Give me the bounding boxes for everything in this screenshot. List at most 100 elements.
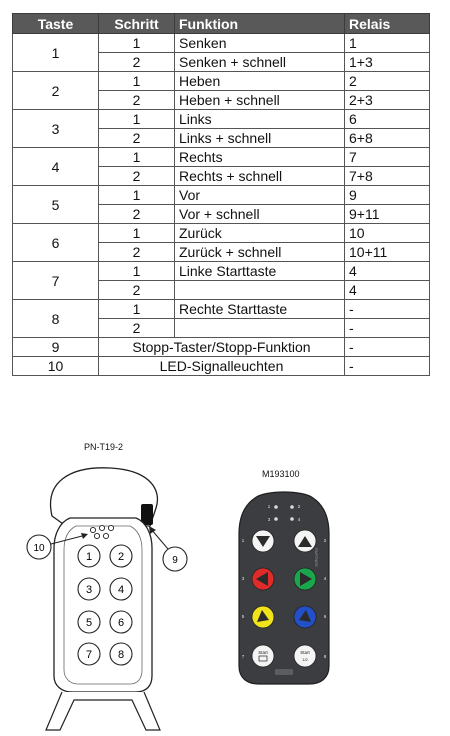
function-cell: Heben: [174, 71, 345, 91]
callout-10-label: 10: [33, 543, 45, 554]
led-label-1: 1: [268, 504, 271, 509]
table-row: 7 1 Linke Starttaste 4: [12, 261, 430, 300]
table-row: 9 Stopp-Taster/Stopp-Funktion -: [12, 337, 430, 357]
side-number-3: 3: [242, 576, 245, 581]
table-row: 2 -: [13, 318, 430, 338]
function-cell: Senken: [174, 33, 345, 53]
relay-cell: 10+11: [344, 242, 430, 262]
remote-button-1: [77, 544, 101, 568]
function-cell: Vor: [174, 185, 345, 205]
callout-9-arrow: [149, 526, 156, 534]
left-remote-drawing: 1 2 3 4 5 6 7 8 10 9: [26, 467, 188, 731]
remote-panel: [63, 525, 143, 685]
relay-cell: 4: [344, 280, 430, 300]
step-cell: 2: [98, 90, 175, 110]
remote-button-5-label: 5: [86, 617, 92, 629]
table-row: 8 1 Rechte Starttaste -: [12, 299, 430, 338]
relay-cell: -: [344, 356, 430, 376]
relay-cell: 1+3: [344, 52, 430, 72]
side-number-4: 4: [324, 576, 327, 581]
led-dots: [89, 524, 115, 540]
header-key: Taste: [12, 13, 99, 34]
table-row: 2 1 Heben 2: [12, 71, 430, 110]
function-cell: [174, 280, 345, 300]
step-cell: 1: [98, 147, 175, 167]
table-row: 6 1 Zurück 10: [12, 223, 430, 262]
table-row: 2 Vor + schnell 9+11: [13, 204, 430, 224]
remote-body: [53, 517, 153, 693]
function-cell: Zurück: [174, 223, 345, 243]
step-cell: 2: [98, 318, 175, 338]
start-left-icon: [258, 655, 268, 662]
forward-arrow-icon: [257, 610, 269, 622]
key-cell: 10: [12, 356, 99, 376]
header-step: Schritt: [98, 13, 175, 34]
side-number-6: 6: [324, 614, 327, 619]
right-remote-photo: 1 2 3 4 1 2 3 4 5 6 7 8 PARTNER: [229, 486, 339, 686]
remote-button-6-label: 6: [118, 617, 124, 629]
key-cell: 2: [12, 71, 99, 110]
remote-button-2: [109, 544, 133, 568]
step-cell: 2: [98, 166, 175, 186]
key-cell: 7: [12, 261, 99, 300]
relay-cell: 6+8: [344, 128, 430, 148]
table-row: 3 1 Links 6: [12, 109, 430, 148]
up-arrow-icon: [298, 536, 312, 547]
table-row: 2 Senken + schnell 1+3: [13, 52, 430, 72]
step-cell: 2: [98, 204, 175, 224]
table-row: 4 1 Rechts 7: [12, 147, 430, 186]
function-cell: Rechts: [174, 147, 345, 167]
remote-button-4-label: 4: [118, 584, 124, 596]
relay-cell: 7+8: [344, 166, 430, 186]
remote-button-4: [109, 577, 133, 601]
remote-button-3-label: 3: [86, 584, 92, 596]
callout-9: [162, 546, 188, 572]
relay-cell: -: [344, 337, 430, 357]
callout-9-label: 9: [172, 555, 178, 566]
relay-cell: 2: [344, 71, 430, 91]
relay-cell: 9: [344, 185, 430, 205]
function-cell: Linke Starttaste: [174, 261, 345, 281]
remote-stand: [45, 691, 161, 731]
table-row: 5 1 Vor 9: [12, 185, 430, 224]
step-cell: 1: [98, 185, 175, 205]
side-number-2: 2: [324, 538, 327, 543]
key-cell: 3: [12, 109, 99, 148]
relay-cell: 4: [344, 261, 430, 281]
relay-cell: -: [344, 299, 430, 319]
start-right-label: Start: [300, 650, 310, 655]
remote-button-6: [109, 610, 133, 634]
side-number-7: 7: [242, 654, 245, 659]
remote-button-7-label: 7: [86, 649, 92, 661]
step-cell: 1: [98, 109, 175, 129]
left-arrow-icon: [256, 572, 268, 586]
down-arrow-icon: [256, 536, 270, 547]
key-cell: 4: [12, 147, 99, 186]
step-cell: 1: [98, 33, 175, 53]
function-cell: LED-Signalleuchten: [98, 356, 345, 376]
brand-text: PARTNER: [314, 548, 319, 567]
led-dots: [274, 505, 294, 521]
function-cell: Links + schnell: [174, 128, 345, 148]
start-left-label: Start: [258, 650, 268, 655]
step-cell: 2: [98, 52, 175, 72]
side-number-8: 8: [324, 654, 327, 659]
right-remote-drawing: 1 2 3 4 1 2 3 4 5 6 7 8 PARTNER: [238, 491, 330, 685]
stop-button-shape: [141, 504, 153, 525]
relay-cell: 6: [344, 109, 430, 129]
callout-10-line: [50, 534, 87, 545]
function-cell: Rechte Starttaste: [174, 299, 345, 319]
function-cell: Rechts + schnell: [174, 166, 345, 186]
function-table: Taste Schritt Funktion Relais 1 1 Senken…: [12, 13, 430, 376]
callout-10-arrow: [81, 533, 88, 539]
function-cell: Zurück + schnell: [174, 242, 345, 262]
remote-button-3: [77, 577, 101, 601]
remote-button-2-label: 2: [118, 551, 124, 563]
remote-button-1-label: 1: [86, 551, 92, 563]
remote-button-7: [77, 642, 101, 666]
left-remote-model-label: PN-T19-2: [84, 442, 124, 452]
function-cell: Links: [174, 109, 345, 129]
led-label-4: 4: [298, 517, 301, 522]
step-cell: 1: [98, 71, 175, 91]
left-remote-diagram: 1 2 3 4 5 6 7 8 10 9: [0, 430, 210, 736]
